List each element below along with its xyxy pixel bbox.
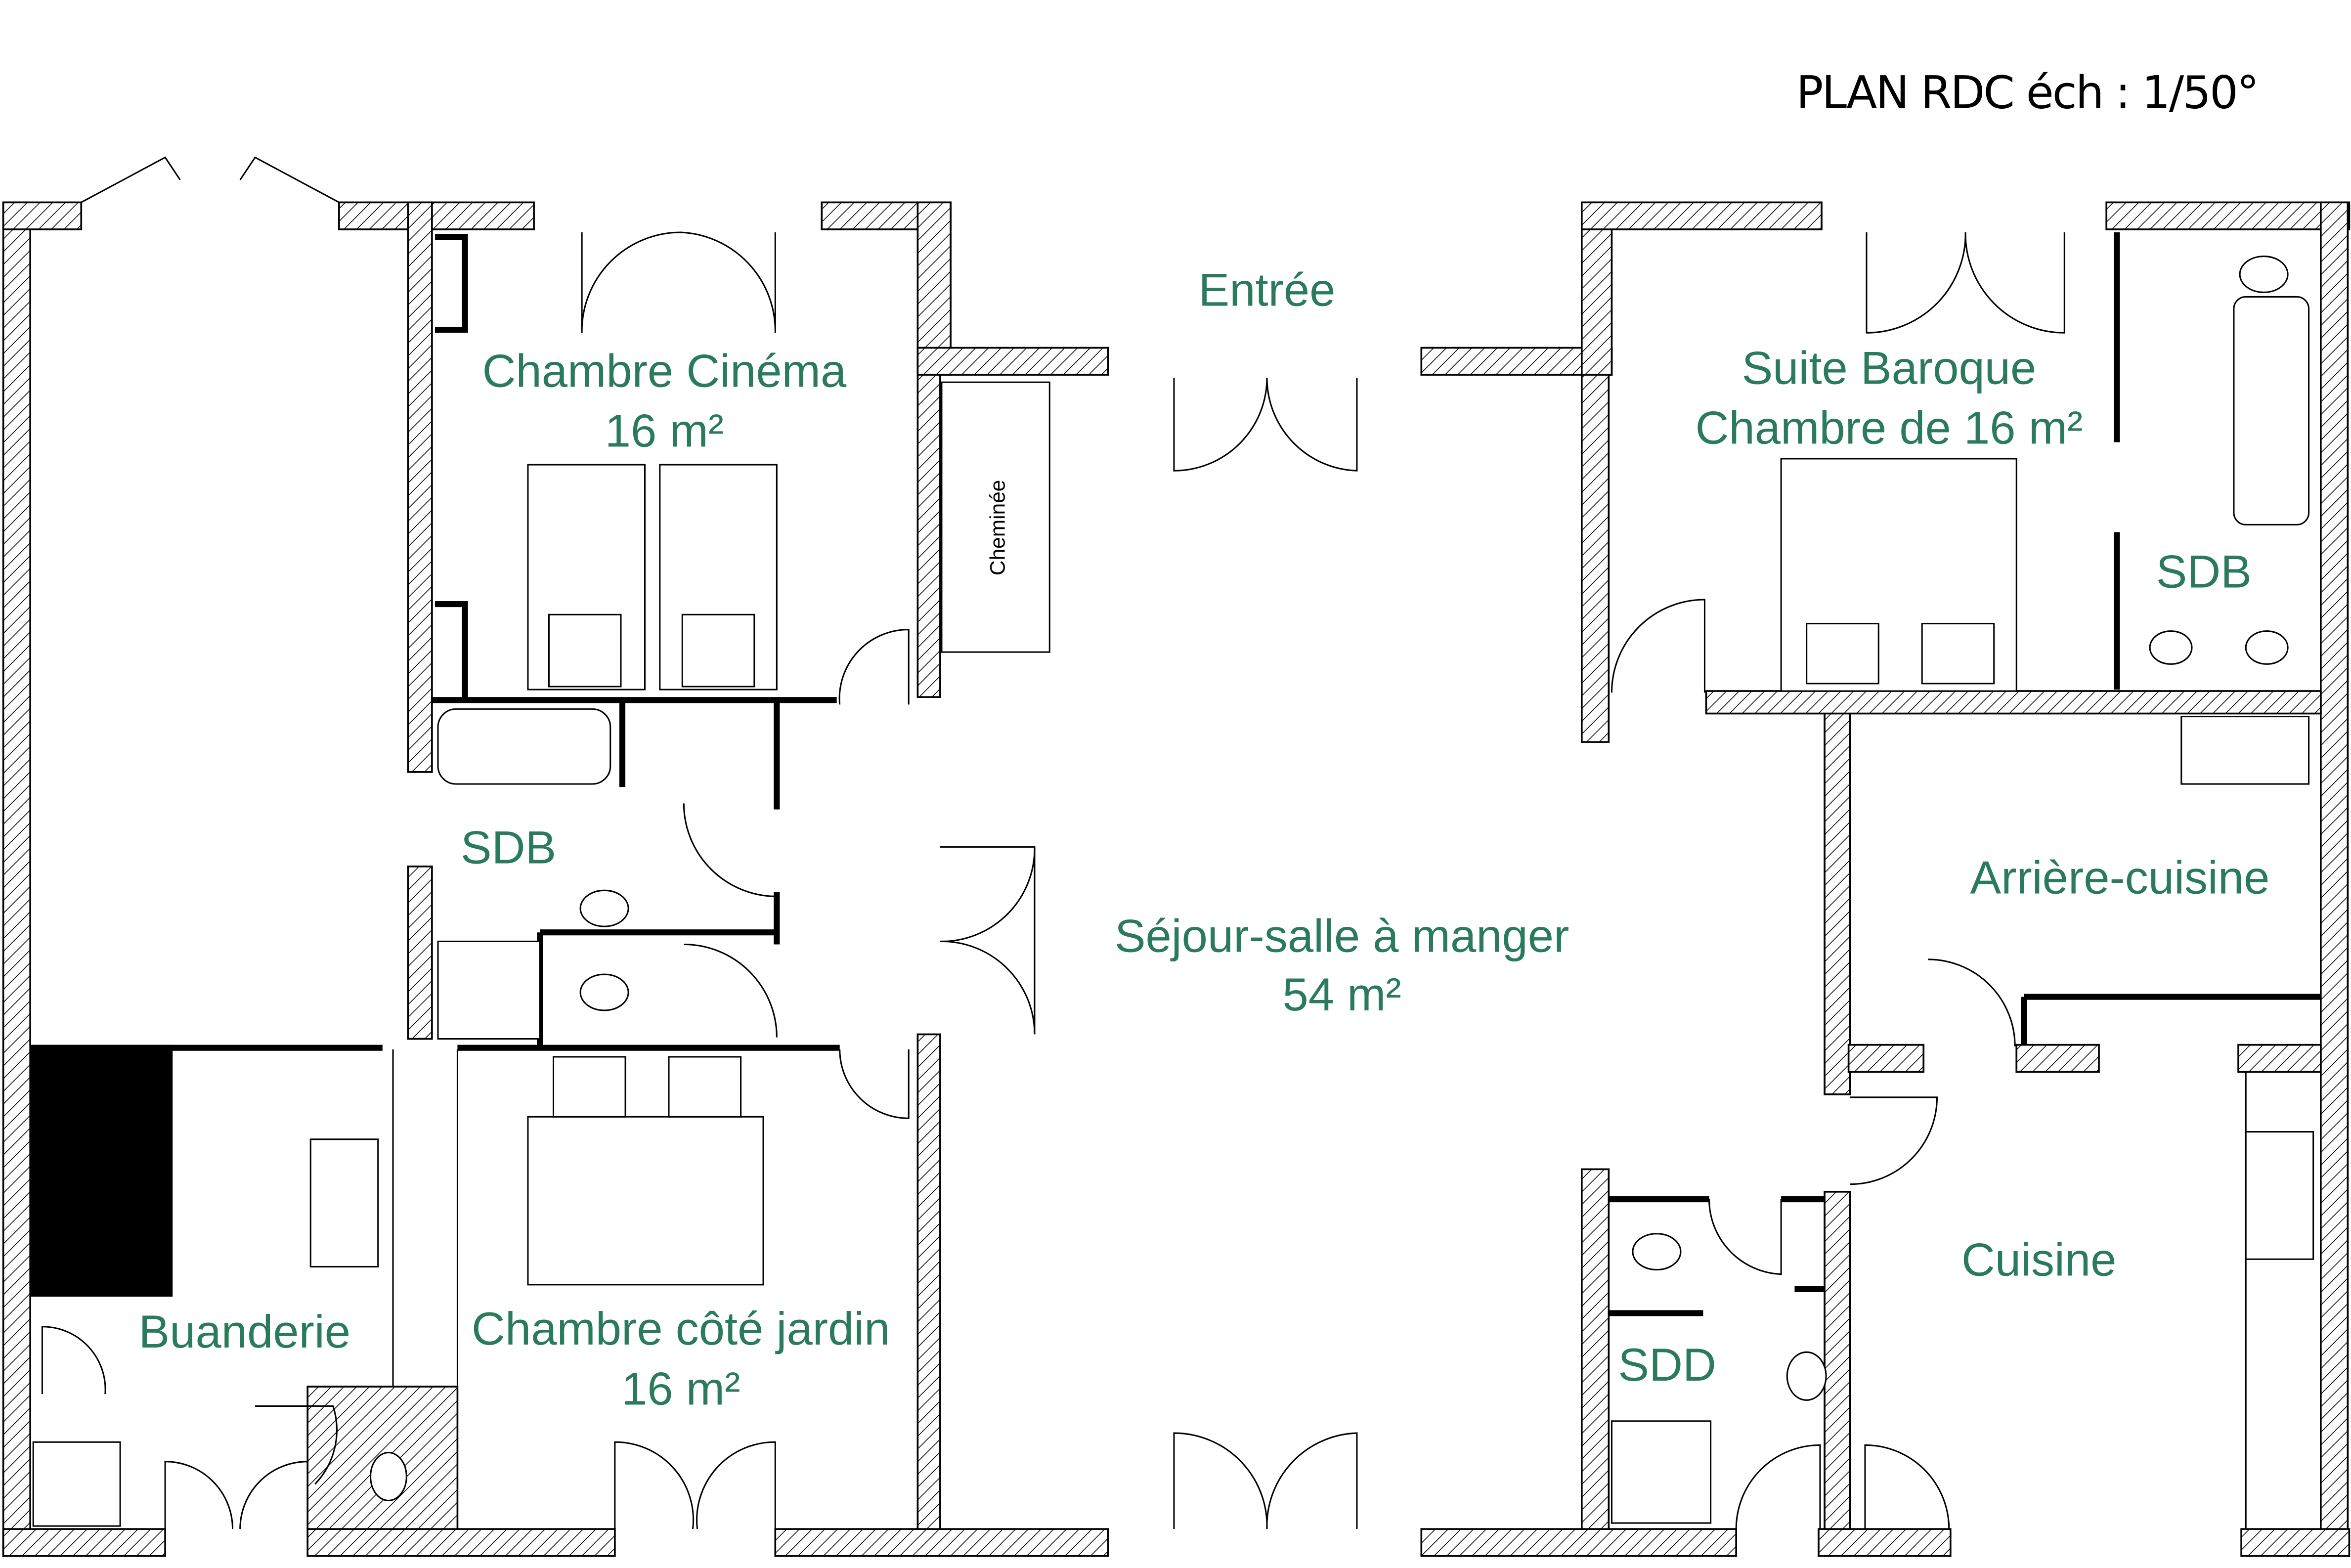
room-suite-baroque: Suite Baroque	[1742, 342, 2037, 393]
walls	[2, 201, 2351, 1557]
partitions	[30, 232, 2321, 1529]
stair-block	[30, 1045, 173, 1297]
cheminee-label: Cheminée	[986, 480, 1009, 575]
room-chambre-jardin-area: 16 m²	[621, 1362, 740, 1414]
room-cuisine: Cuisine	[1961, 1234, 2117, 1286]
room-chambre-cinema: Chambre Cinéma	[482, 345, 847, 396]
room-chambre-jardin: Chambre côté jardin	[472, 1303, 890, 1354]
plan-title: PLAN RDC éch : 1/50°	[1796, 67, 2258, 119]
room-sdd: SDD	[1618, 1339, 1716, 1391]
room-suite-baroque-area: Chambre de 16 m²	[1696, 402, 2083, 454]
room-chambre-cinema-area: 16 m²	[605, 405, 724, 457]
room-sdb-suite: SDB	[2156, 546, 2252, 598]
doors	[41, 156, 2065, 1529]
room-sdb-left: SDB	[461, 822, 556, 873]
room-sejour-area: 54 m²	[1282, 968, 1401, 1020]
room-sejour: Séjour-salle à manger	[1115, 910, 1569, 962]
room-labels: Entrée Chambre Cinéma 16 m² Suite Baroqu…	[139, 264, 2270, 1415]
room-arriere-cuisine: Arrière-cuisine	[1970, 851, 2270, 903]
room-entree: Entrée	[1199, 264, 1336, 316]
room-buanderie: Buanderie	[139, 1306, 351, 1357]
furniture	[32, 256, 2314, 1527]
